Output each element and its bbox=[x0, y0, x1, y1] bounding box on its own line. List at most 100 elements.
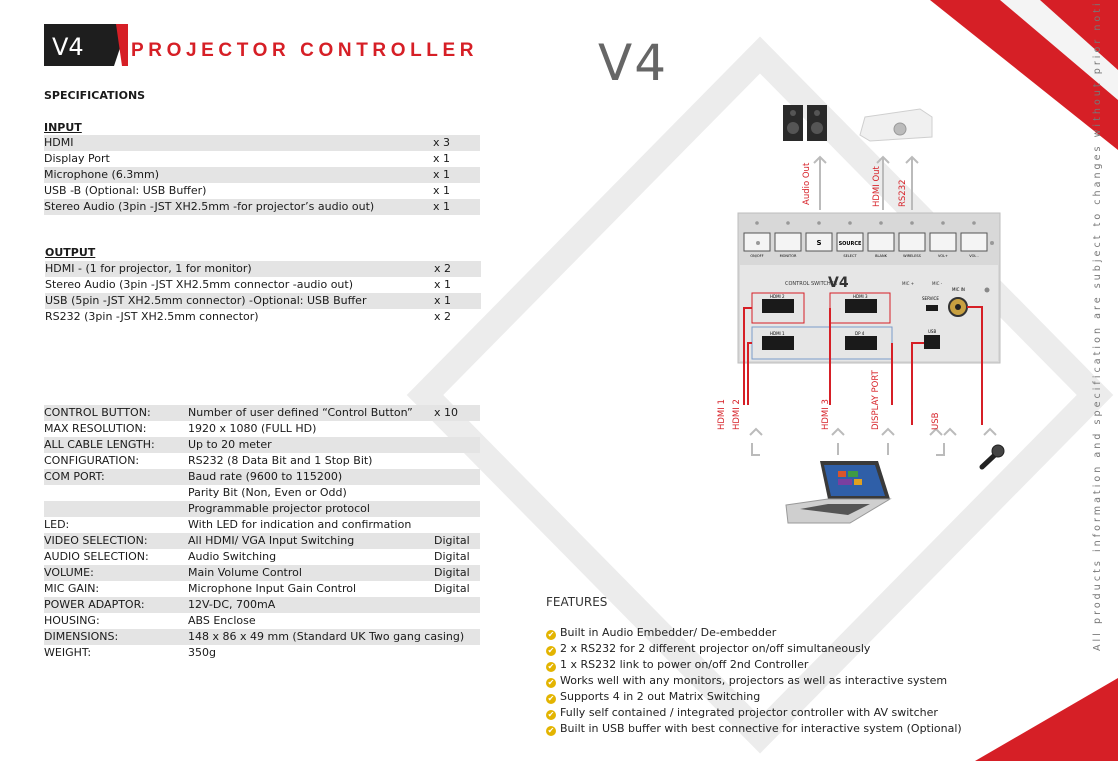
table-row: COM PORT:Baud rate (9600 to 115200) bbox=[44, 469, 480, 485]
product-mark: V4 bbox=[598, 34, 669, 92]
row-quantity: x 2 bbox=[434, 310, 452, 323]
row-label: Stereo Audio (3pin -JST XH2.5mm connecto… bbox=[45, 278, 353, 291]
list-item: ✔ Works well with any monitors, projector… bbox=[546, 674, 947, 688]
row-label: Display Port bbox=[44, 152, 110, 165]
mic-plus-label: MIC + bbox=[902, 281, 914, 286]
device-button-label: ON/OFF bbox=[750, 254, 763, 258]
row-quantity: x 1 bbox=[433, 152, 451, 165]
spec-label: COM PORT: bbox=[44, 470, 105, 483]
usb-label: USB bbox=[931, 412, 941, 430]
table-row: Programmable projector protocol bbox=[44, 501, 480, 517]
table-row: VIDEO SELECTION: All HDMI/ VGA Input Swit… bbox=[44, 533, 480, 549]
port-usb-label: USB bbox=[928, 329, 936, 334]
spec-value: Programmable projector protocol bbox=[188, 502, 370, 515]
device-button bbox=[929, 232, 957, 252]
table-row: HDMI - (1 for projector, 1 for monitor) x… bbox=[45, 261, 481, 277]
spec-value: 1920 x 1080 (FULL HD) bbox=[188, 422, 317, 435]
check-icon: ✔ bbox=[546, 710, 556, 720]
spec-value: ABS Enclose bbox=[188, 614, 256, 627]
spec-value: 148 x 86 x 49 mm (Standard UK Two gang c… bbox=[188, 630, 465, 643]
device-led bbox=[879, 221, 883, 225]
device-button bbox=[960, 232, 988, 252]
row-label: RS232 (3pin -JST XH2.5mm connector) bbox=[45, 310, 259, 323]
v4-logo: V4 bbox=[44, 24, 128, 66]
spec-label: AUDIO SELECTION: bbox=[44, 550, 149, 563]
device-led bbox=[848, 221, 852, 225]
port-hdmi1-label: HDMI 1 bbox=[770, 331, 785, 336]
hdmi1-label: HDMI 1 bbox=[717, 399, 727, 430]
row-label: Stereo Audio (3pin -JST XH2.5mm -for pro… bbox=[44, 200, 375, 213]
device-button bbox=[867, 232, 895, 252]
row-quantity: x 2 bbox=[434, 262, 452, 275]
spec-value: Audio Switching bbox=[188, 550, 277, 563]
spec-extra: Digital bbox=[434, 582, 470, 595]
port-dp4-label: DP 4 bbox=[855, 331, 865, 336]
table-row: Stereo Audio (3pin -JST XH2.5mm -for pro… bbox=[44, 199, 480, 215]
row-label: HDMI - (1 for projector, 1 for monitor) bbox=[45, 262, 252, 275]
table-row: Parity Bit (Non, Even or Odd) bbox=[44, 485, 480, 501]
device-brand: CONTROL SWITCHER bbox=[785, 281, 838, 287]
table-row: ALL CABLE LENGTH:Up to 20 meter bbox=[44, 437, 480, 453]
spec-label: HOUSING: bbox=[44, 614, 100, 627]
table-row: USB -B (Optional: USB Buffer)x 1 bbox=[44, 183, 480, 199]
feature-text: Built in Audio Embedder/ De-embedder bbox=[560, 626, 777, 639]
check-icon: ✔ bbox=[546, 646, 556, 656]
device-led bbox=[910, 221, 914, 225]
device-button-label: VOL - bbox=[969, 254, 979, 258]
row-quantity: x 1 bbox=[434, 294, 452, 307]
device-button-label: WIRELESS bbox=[903, 254, 922, 258]
check-icon: ✔ bbox=[546, 678, 556, 688]
spec-label: MIC GAIN: bbox=[44, 582, 100, 595]
hdmi-out-label: HDMI Out bbox=[872, 166, 882, 207]
hdmi2-label: HDMI 2 bbox=[732, 399, 742, 430]
spec-extra: x 10 bbox=[434, 406, 459, 419]
feature-text: Supports 4 in 2 out Matrix Switching bbox=[560, 690, 761, 703]
display-port-label: DISPLAY PORT bbox=[871, 370, 881, 430]
device-button-glyph: SOURCE bbox=[839, 241, 862, 247]
device-button-label: BLANK bbox=[875, 254, 887, 258]
list-item: ✔ Built in USB buffer with best connectiv… bbox=[546, 722, 962, 736]
table-row: Display Port x 1 bbox=[44, 151, 480, 167]
spec-value: RS232 (8 Data Bit and 1 Stop Bit) bbox=[188, 454, 373, 467]
feature-text: Built in USB buffer with best connective… bbox=[560, 722, 962, 735]
feature-text: Fully self contained / integrated projec… bbox=[560, 706, 938, 719]
device-led bbox=[755, 221, 759, 225]
row-quantity: x 1 bbox=[434, 278, 452, 291]
table-row: MAX RESOLUTION: 1920 x 1080 (FULL HD) bbox=[44, 421, 480, 437]
feature-text: Works well with any monitors, projectors… bbox=[560, 674, 948, 687]
spec-label: VIDEO SELECTION: bbox=[44, 534, 148, 547]
table-row: Stereo Audio (3pin -JST XH2.5mm connecto… bbox=[45, 277, 481, 293]
row-quantity: x 3 bbox=[433, 136, 451, 149]
port-service-label: SERVICE bbox=[922, 296, 939, 301]
spec-label: POWER ADAPTOR: bbox=[44, 598, 145, 611]
table-row: CONTROL BUTTON:Number of user defined “C… bbox=[44, 405, 480, 421]
specifications-title: SPECIFICATIONS bbox=[44, 89, 146, 102]
device-button-glyph: S bbox=[816, 239, 821, 247]
spec-label: WEIGHT: bbox=[44, 646, 92, 659]
feature-text: 1 x RS232 link to power on/off 2nd Contr… bbox=[560, 658, 809, 671]
spec-value: All HDMI/ VGA Input Switching bbox=[188, 534, 355, 547]
spec-label: MAX RESOLUTION: bbox=[44, 422, 147, 435]
hdmi3-label: HDMI 3 bbox=[821, 399, 831, 430]
page-title: PROJECTOR CONTROLLER bbox=[131, 40, 479, 61]
spec-value: 350g bbox=[188, 646, 216, 659]
check-icon: ✔ bbox=[546, 630, 556, 640]
device-button bbox=[805, 232, 833, 252]
port-hdmi3-label: HDMI 3 bbox=[853, 294, 868, 299]
table-row: Microphone (6.3mm)x 1 bbox=[44, 167, 480, 183]
table-row: LED:With LED for indication and confirma… bbox=[44, 517, 480, 533]
check-icon: ✔ bbox=[546, 694, 556, 704]
spec-label: ALL CABLE LENGTH: bbox=[44, 438, 155, 451]
projector-icon bbox=[859, 108, 933, 142]
check-icon: ✔ bbox=[546, 726, 556, 736]
check-icon: ✔ bbox=[546, 662, 556, 672]
spec-value: With LED for indication and confirmation bbox=[188, 518, 412, 531]
table-row: CONFIGURATION:RS232 (8 Data Bit and 1 St… bbox=[44, 453, 480, 469]
audio-out-label: Audio Out bbox=[802, 162, 812, 205]
mic-minus-label: MIC - bbox=[932, 281, 943, 286]
microphone-icon bbox=[979, 444, 1005, 470]
